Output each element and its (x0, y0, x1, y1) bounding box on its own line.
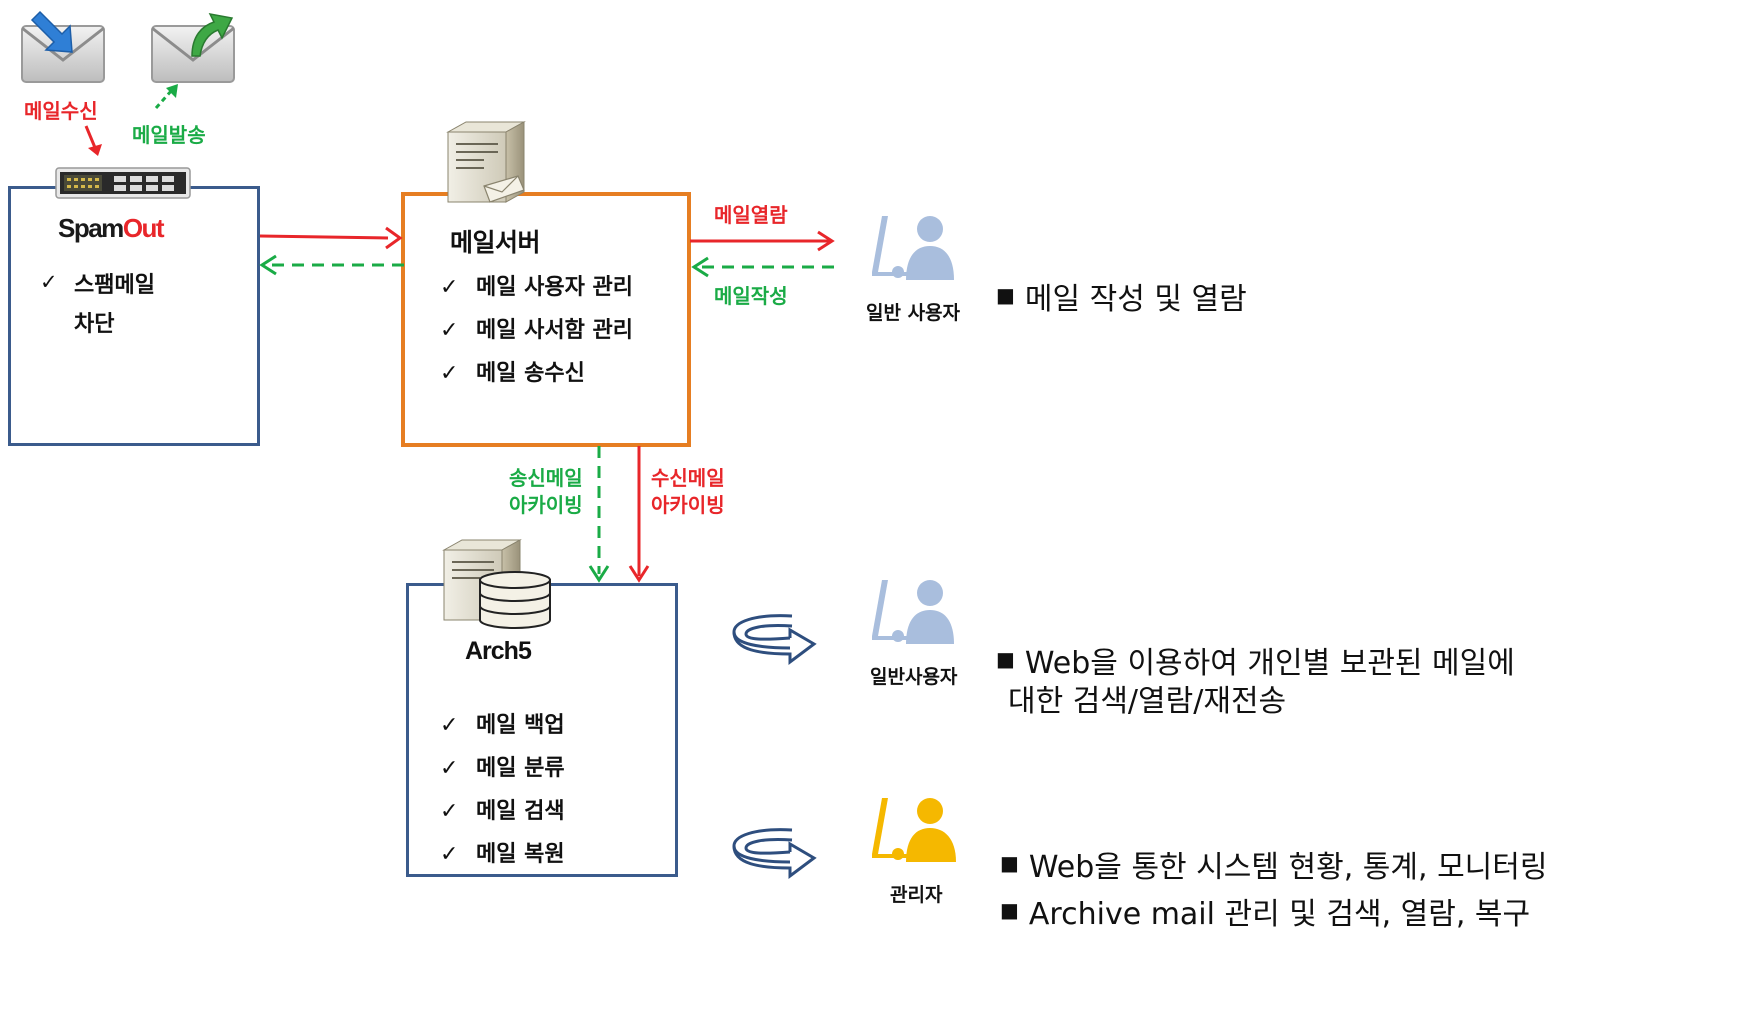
archive-received-arrow (628, 446, 650, 583)
list-item-label: 메일 분류 (476, 756, 565, 781)
spamout-to-server-arrow (259, 226, 403, 250)
list-item-label: 메일 사용자 관리 (476, 275, 633, 300)
loop-arrow-icon (732, 828, 817, 879)
arch5-title: Arch5 (465, 637, 532, 665)
description-line-1: ■ Web을 이용하여 개인별 보관된 메일에 (996, 640, 1515, 683)
mail-compose-label: 메일작성 (714, 284, 788, 308)
general-user-label: 일반 사용자 (866, 302, 961, 324)
description-text: Web을 이용하여 개인별 보관된 메일에 (1024, 646, 1515, 681)
admin-label: 관리자 (890, 884, 943, 906)
user-icon (872, 580, 954, 644)
list-item-label: 메일 백업 (476, 713, 565, 738)
square-bullet-icon: ■ (1000, 851, 1019, 875)
description-line-2: ■ Archive mail 관리 및 검색, 열람, 복구 (1000, 889, 1547, 936)
archive-received-label: 수신메일 아카이빙 (651, 465, 725, 519)
list-item: ✓ 메일 백업 (440, 704, 565, 747)
spamout-brand-spam: Spam (58, 213, 124, 243)
server-to-user-arrow (690, 230, 835, 252)
mail-open-label: 메일열람 (714, 203, 788, 227)
arch5-list: ✓ 메일 백업 ✓ 메일 분류 ✓ 메일 검색 ✓ 메일 복원 (440, 704, 565, 876)
general-user-2-description: ■ Web을 이용하여 개인별 보관된 메일에 대한 검색/열람/재전송 (996, 640, 1515, 721)
mail-server-box (401, 192, 691, 447)
list-item-label: 메일 복원 (476, 842, 565, 867)
admin-description: ■ Web을 통한 시스템 현황, 통계, 모니터링 ■ Archive mail … (1000, 842, 1547, 936)
check-icon: ✓ (440, 713, 459, 738)
archive-sent-arrow (588, 446, 610, 583)
square-bullet-icon: ■ (996, 283, 1015, 307)
archive-sent-line-1: 송신메일 (509, 466, 583, 490)
description-line-2: 대한 검색/열람/재전송 (1008, 684, 1287, 719)
archive-sent-line-2: 아카이빙 (509, 493, 583, 517)
mail-server-list: ✓ 메일 사용자 관리 ✓ 메일 사서함 관리 ✓ 메일 송수신 (440, 266, 633, 395)
send-label: 메일발송 (132, 123, 206, 147)
spamout-title: SpamOut (58, 213, 165, 244)
admin-icon (872, 798, 956, 862)
loop-arrow-icon (732, 614, 817, 665)
square-bullet-icon: ■ (1000, 898, 1019, 922)
list-item: ✓ 메일 사서함 관리 (440, 309, 633, 352)
square-bullet-icon: ■ (996, 647, 1015, 671)
description-text: 메일 작성 및 열람 (1024, 282, 1247, 317)
archive-received-line-1: 수신메일 (651, 466, 725, 490)
spamout-box (8, 186, 260, 446)
check-icon: ✓ (440, 361, 459, 386)
description-text: Archive mail 관리 및 검색, 열람, 복구 (1028, 897, 1531, 932)
check-icon: ✓ (440, 799, 459, 824)
envelope-receive-icon (21, 10, 105, 83)
list-item: ✓ 메일 분류 (440, 747, 565, 790)
spamout-brand-out: Out (122, 213, 165, 243)
envelope-send-icon (151, 12, 235, 83)
server-to-spamout-arrow (259, 254, 404, 276)
list-item: ✓ 메일 복원 (440, 833, 565, 876)
general-user-label-2: 일반사용자 (870, 666, 958, 688)
list-item-label: 메일 송수신 (476, 361, 585, 386)
receive-label: 메일수신 (24, 99, 98, 123)
check-icon: ✓ (440, 756, 459, 781)
description-line-1: ■ Web을 통한 시스템 현황, 통계, 모니터링 (1000, 842, 1547, 889)
list-item-label: 메일 사서함 관리 (476, 318, 633, 343)
user-to-server-arrow (691, 256, 840, 278)
spamout-item-1: 스팸메일 (74, 273, 155, 298)
spamout-item-2: 차단 (74, 312, 115, 337)
receive-arrow (84, 125, 102, 156)
list-item: ✓ 메일 송수신 (440, 352, 633, 395)
send-arrow (154, 84, 178, 109)
list-item: ✓ 메일 검색 (440, 790, 565, 833)
mail-server-title: 메일서버 (450, 228, 541, 257)
spam-appliance-icon (55, 167, 191, 199)
check-icon: ✓ (440, 842, 459, 867)
archive-sent-label: 송신메일 아카이빙 (509, 465, 583, 519)
archive-received-line-2: 아카이빙 (651, 493, 725, 517)
list-item-label: 메일 검색 (476, 799, 565, 824)
server-icon (446, 121, 526, 203)
check-icon: ✓ (440, 275, 459, 300)
description-text: Web을 통한 시스템 현황, 통계, 모니터링 (1028, 850, 1548, 885)
database-server-icon (442, 539, 551, 629)
check-icon: ✓ (440, 318, 459, 343)
user-icon (872, 216, 954, 280)
list-item: ✓ 메일 사용자 관리 (440, 266, 633, 309)
general-user-description: ■ 메일 작성 및 열람 (996, 276, 1247, 319)
spamout-check-icon: ✓ (40, 270, 58, 294)
